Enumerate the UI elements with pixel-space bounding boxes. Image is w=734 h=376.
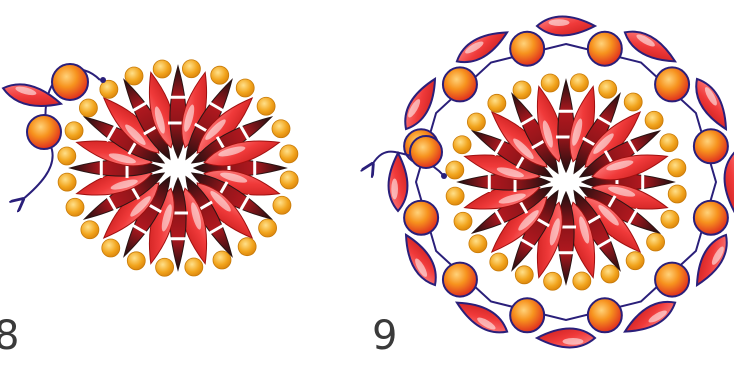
seed-bead-icon (156, 258, 174, 276)
seed-bead-icon (645, 111, 663, 129)
seed-bead-icon (661, 210, 679, 228)
seed-bead-icon (102, 239, 120, 257)
seed-bead-icon (668, 159, 686, 177)
seed-bead-icon (66, 198, 84, 216)
seed-bead-icon (570, 74, 588, 92)
seed-bead-icon (454, 212, 472, 230)
seed-bead-icon (446, 187, 464, 205)
dagger-bead-icon (689, 74, 734, 134)
seed-bead-icon (515, 266, 533, 284)
round-bead-icon (588, 298, 622, 332)
thread-start-dot (441, 173, 447, 179)
round-bead-icon (27, 115, 61, 149)
dagger-bead-icon (725, 153, 734, 211)
dagger-bead-icon (620, 294, 680, 339)
seed-bead-icon (100, 80, 118, 98)
round-bead-icon (694, 201, 728, 235)
seed-bead-icon (626, 252, 644, 270)
step-9-number: 9 (372, 316, 397, 356)
seed-bead-icon (182, 60, 200, 78)
seed-bead-icon (490, 253, 508, 271)
round-bead-icon (655, 67, 689, 101)
seed-bead-icon (446, 161, 464, 179)
seed-bead-icon (257, 97, 275, 115)
seed-bead-icon (599, 80, 617, 98)
seed-bead-icon (573, 272, 591, 290)
seed-bead-icon (238, 238, 256, 256)
seed-bead-icon (213, 251, 231, 269)
dagger-bead-icon (452, 24, 512, 69)
seed-bead-icon (153, 60, 171, 78)
round-bead-icon (52, 64, 88, 100)
round-bead-icon (510, 298, 544, 332)
seed-bead-icon (125, 67, 143, 85)
step-9-diagram (372, 17, 734, 348)
dagger-bead-icon (398, 230, 443, 290)
seed-bead-icon (513, 81, 531, 99)
seed-bead-icon (65, 122, 83, 140)
seed-bead-icon (624, 93, 642, 111)
dagger-bead-icon (689, 230, 734, 290)
seed-bead-icon (81, 221, 99, 239)
seed-bead-icon (647, 233, 665, 251)
dagger-bead-icon (452, 294, 512, 339)
seed-bead-icon (259, 219, 277, 237)
seed-bead-icon (453, 136, 471, 154)
round-bead-icon (694, 129, 728, 163)
round-bead-icon (510, 32, 544, 66)
seed-bead-icon (544, 272, 562, 290)
seed-bead-icon (280, 145, 298, 163)
seed-bead-icon (541, 74, 559, 92)
seed-bead-icon (58, 173, 76, 191)
round-bead-icon (588, 32, 622, 66)
seed-bead-icon (236, 79, 254, 97)
seed-bead-icon (185, 258, 203, 276)
seed-bead-icon (58, 147, 76, 165)
seed-bead-icon (660, 134, 678, 152)
dagger-bead-icon (537, 329, 595, 348)
seed-bead-icon (127, 252, 145, 270)
seed-bead-icon (79, 99, 97, 117)
round-bead-icon (410, 136, 442, 168)
dagger-bead-icon (389, 153, 408, 211)
seed-bead-icon (280, 171, 298, 189)
step-8-number: 8 (0, 316, 19, 356)
dagger-bead-icon (620, 24, 680, 69)
seed-bead-icon (469, 235, 487, 253)
round-bead-icon (443, 263, 477, 297)
seed-bead-icon (273, 196, 291, 214)
seed-bead-icon (601, 265, 619, 283)
round-bead-icon (443, 67, 477, 101)
round-bead-icon (404, 201, 438, 235)
seed-bead-icon (488, 94, 506, 112)
seed-bead-icon (211, 66, 229, 84)
seed-bead-icon (668, 185, 686, 203)
seed-bead-icon (272, 120, 290, 138)
thread-start-dot (100, 77, 106, 83)
dagger-bead-icon (537, 17, 595, 36)
dagger-bead-icon (398, 74, 443, 134)
round-bead-icon (655, 263, 689, 297)
seed-bead-icon (467, 113, 485, 131)
step-8-diagram (1, 60, 299, 277)
